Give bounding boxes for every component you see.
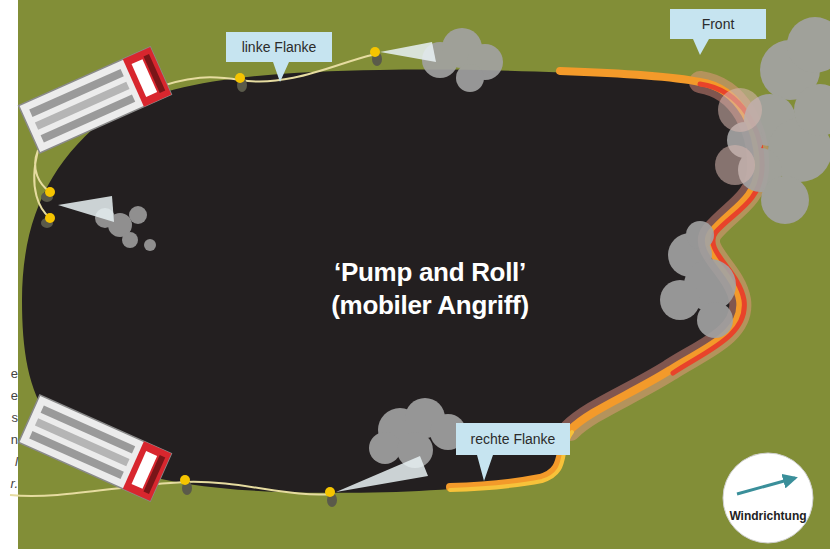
wind-circle: Windrichtung <box>722 452 814 544</box>
wind-circle-shape <box>723 453 813 543</box>
front-callout: Front <box>670 9 766 55</box>
caption-fragment: e <box>0 388 18 404</box>
burned-area-shape <box>22 70 758 493</box>
grass-area <box>18 0 830 549</box>
firefighter <box>41 187 55 202</box>
fire-front <box>450 71 762 490</box>
wind-circle-outline <box>722 452 814 544</box>
smoke <box>95 17 830 468</box>
center-title: ‘Pump and Roll’ (mobiler Angriff) <box>305 256 555 322</box>
wind-label: Windrichtung <box>722 509 814 523</box>
fire-trucks <box>19 47 172 501</box>
flank-callout: rechte Flanke <box>456 423 570 481</box>
firefighter <box>180 475 192 495</box>
hose <box>10 482 332 496</box>
margin-strip <box>0 0 18 549</box>
caption-fragment: s <box>0 410 18 426</box>
grass-tint <box>18 0 830 549</box>
firefighter <box>370 47 382 66</box>
fire-line-low <box>450 432 572 490</box>
caption-fragment: l <box>0 454 18 470</box>
firefighter <box>235 73 247 92</box>
smoke-front <box>727 17 830 224</box>
smoke-left-flank <box>422 28 503 92</box>
hose <box>34 150 50 218</box>
wind-arrow <box>737 478 795 494</box>
caption-fragment: r. <box>0 476 18 492</box>
caption-fragment: e <box>0 366 18 382</box>
water-spray <box>58 42 436 492</box>
callout-shape <box>456 423 570 481</box>
fire-truck <box>19 395 172 501</box>
smoke-middle <box>660 221 736 338</box>
firefighter <box>325 487 337 507</box>
callout-label: linke Flanke <box>226 32 332 62</box>
smoke-haze <box>715 88 762 185</box>
spray <box>336 456 428 492</box>
flank-callout: linke Flanke <box>226 32 332 82</box>
hose <box>145 55 372 92</box>
burned-area: ‘Pump and Roll’ (mobiler Angriff) <box>20 60 780 525</box>
fire-line <box>450 71 758 487</box>
spray <box>380 42 436 62</box>
firefighter <box>41 213 55 228</box>
hoses <box>10 55 372 496</box>
callout-label: Front <box>670 9 766 39</box>
fire-line-hot <box>673 84 762 373</box>
spray <box>58 196 114 222</box>
callout-label: rechte Flanke <box>456 423 570 455</box>
firefighters <box>41 47 382 507</box>
callout-shape <box>670 9 766 55</box>
fire-truck <box>19 47 172 153</box>
smoke-rear <box>95 206 156 251</box>
caption-fragment: n <box>0 432 18 448</box>
fire-glow <box>570 82 758 430</box>
smoke-right-flank <box>369 398 466 468</box>
